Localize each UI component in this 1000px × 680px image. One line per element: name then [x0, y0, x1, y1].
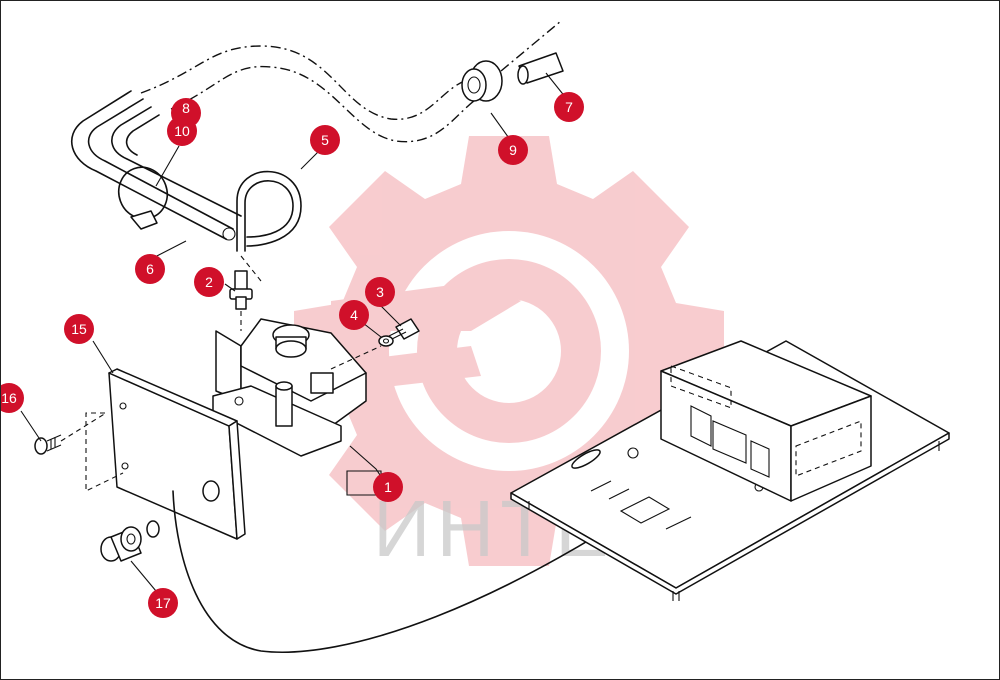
fitting-part-2	[229, 270, 253, 310]
reservoir-assembly	[212, 318, 367, 457]
svg-text:3: 3	[376, 284, 384, 300]
callout-3: 3	[365, 277, 395, 307]
callout-9: 9	[498, 135, 528, 165]
svg-text:7: 7	[565, 99, 573, 115]
svg-text:4: 4	[350, 307, 358, 323]
watermark-gear-logo	[294, 136, 724, 566]
svg-text:15: 15	[71, 321, 87, 337]
callout-5: 5	[310, 125, 340, 155]
washer-part-4	[378, 335, 394, 347]
callout-16: 16	[1, 383, 24, 413]
callout-1: 1	[373, 472, 403, 502]
bolt-part-3	[388, 318, 420, 340]
svg-text:16: 16	[1, 390, 17, 406]
callout-17: 17	[148, 588, 178, 618]
connector-part-17	[100, 520, 160, 562]
svg-text:10: 10	[174, 123, 190, 139]
cable	[172, 465, 702, 654]
svg-text:6: 6	[146, 261, 154, 277]
callout-15: 15	[64, 314, 94, 344]
cover-plate-part-15	[108, 368, 246, 540]
hose-lines	[140, 20, 562, 143]
electrical-box	[660, 340, 872, 502]
screw-part-16	[34, 434, 62, 455]
svg-text:8: 8	[182, 100, 190, 116]
callout-4: 4	[339, 300, 369, 330]
tube-part-6	[71, 90, 242, 241]
svg-text:9: 9	[509, 142, 517, 158]
plug-part-7	[517, 52, 564, 85]
callout-2: 2	[194, 267, 224, 297]
grommet-part-9	[461, 60, 503, 102]
callout-6: 6	[135, 254, 165, 284]
callout-7: 7	[554, 92, 584, 122]
svg-text:1: 1	[384, 479, 392, 495]
callout-10: 10	[167, 116, 197, 146]
loop-hose-part-5	[236, 170, 302, 252]
hose-clamp	[117, 166, 169, 230]
svg-text:17: 17	[155, 595, 171, 611]
svg-text:5: 5	[321, 132, 329, 148]
svg-text:2: 2	[205, 274, 213, 290]
